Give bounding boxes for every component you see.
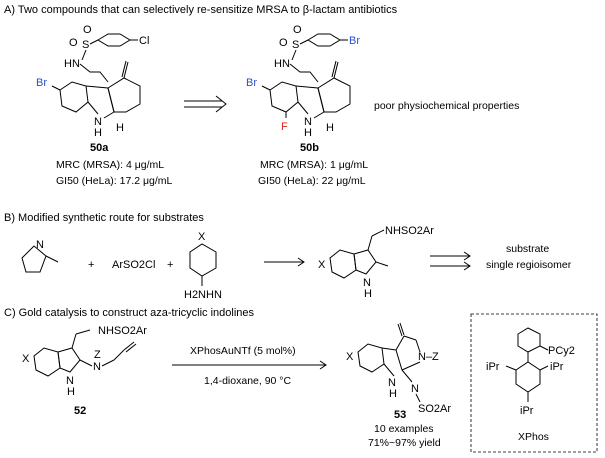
oxygen-atom-50b-1: O [279, 37, 288, 49]
phosphine-group: PCy2 [548, 345, 575, 357]
compound-id-50b: 50b [300, 142, 319, 154]
gi50-value-50b: GI50 (HeLa): 22 μg/mL [258, 175, 366, 187]
substrate-label: substrate [506, 243, 549, 255]
substrate-52: X NHSO2Ar N Z N H 52 [22, 325, 147, 417]
bromine-atom-50a: Br [36, 77, 47, 89]
upper-aryl-ring [517, 327, 541, 353]
ring-fusion-hydrogen-50b: H [326, 122, 334, 134]
retro-arrow [184, 95, 227, 113]
mrc-value-50b: MRC (MRSA): 1 μg/mL [260, 159, 368, 171]
oxygen-atom-50b-2: O [293, 24, 302, 36]
tryptamine-nitrogen: N [363, 277, 371, 289]
section-a-title: A) Two compounds that can selectively re… [4, 4, 398, 16]
lower-aryl-ring [515, 361, 541, 393]
examples-count: 10 examples [374, 423, 434, 435]
tryptamine-substituent-x: X [318, 259, 326, 271]
ring-fusion-hydrogen-50a: H [116, 122, 124, 134]
oxygen-atom-50a-1: O [69, 37, 78, 49]
product-x: X [346, 351, 354, 363]
plus-sign-2: + [167, 259, 173, 271]
product-so2ar: SO2Ar [418, 403, 451, 415]
substrate-indole-nitrogen: N [66, 375, 74, 387]
substrate-nhso2ar: NHSO2Ar [98, 325, 147, 337]
pyrroline-nitrogen: N [36, 239, 44, 251]
chlorine-atom: Cl [139, 35, 149, 47]
nh-hydrogen-50b: H [304, 127, 312, 139]
pyrroline: N [21, 239, 59, 273]
nitrogen-atom-50a: N [94, 116, 102, 128]
plus-sign-1: + [88, 259, 94, 271]
compound-50b: Br S O O HN N H H Br F 50b MRC (MRSA): 1… [246, 24, 368, 187]
tryptamine-nhso2ar: NHSO2Ar [385, 225, 434, 237]
mrc-value-50a: MRC (MRSA): 4 μg/mL [56, 159, 164, 171]
product-indoline-hydrogen: H [389, 388, 397, 400]
product-id: 53 [394, 409, 406, 421]
hn-group-50b: HN [274, 58, 290, 70]
compound-50a: Cl S O O HN N H H Br 50a MRC (MRSA): 4 μ… [36, 24, 173, 187]
aryl-ring-50a [97, 33, 131, 47]
ligand-dashed-frame [470, 313, 598, 453]
xphos-ligand-box: PCy2 iPr iPr iPr XPhos [470, 313, 598, 453]
benzo-ring-50b [269, 81, 299, 113]
substrate-indole-hydrogen: H [67, 386, 75, 398]
isopropyl-right: iPr [550, 361, 564, 373]
product-indoline-nitrogen: N [388, 377, 396, 389]
section-b: B) Modified synthetic route for substrat… [4, 212, 572, 301]
sulfonyl-chloride-reagent: ArSO2Cl [112, 259, 155, 271]
section-c-title: C) Gold catalysis to construct aza-tricy… [4, 307, 255, 319]
cyclohexane-ring-50a [107, 77, 141, 113]
nitrogen-atom-50b: N [304, 116, 312, 128]
oxygen-atom-50a-2: O [83, 24, 92, 36]
aryl-hydrazine: X H2NHN [184, 231, 222, 301]
hn-group-50a: HN [64, 58, 80, 70]
section-b-title: B) Modified synthetic route for substrat… [4, 212, 204, 224]
hydrazine-substituent-x: X [198, 231, 206, 243]
sulfur-atom-50b: S [292, 39, 299, 51]
isopropyl-left: iPr [486, 361, 500, 373]
bromine-atom-50b-aryl: Br [349, 35, 360, 47]
hydrazine-group: H2NHN [184, 289, 222, 301]
section-c: C) Gold catalysis to construct aza-tricy… [4, 307, 598, 453]
substrate-x: X [22, 353, 30, 365]
product-53: X N–Z N SO2Ar N H 53 10 examples 71%~97%… [346, 322, 451, 449]
compound-id-50a: 50a [90, 142, 109, 154]
bromine-atom-50b: Br [246, 77, 257, 89]
fluorine-atom-50b: F [281, 121, 288, 133]
section-a: A) Two compounds that can selectively re… [4, 4, 519, 187]
conditions-label: 1,4-dioxane, 90 °C [204, 375, 292, 387]
substrate-amine-nitrogen: N [93, 361, 101, 373]
gi50-value-50a: GI50 (HeLa): 17.2 μg/mL [56, 175, 173, 187]
product-ring-nitrogen: N [411, 383, 419, 395]
regioisomer-label: single regioisomer [486, 259, 572, 271]
nh-hydrogen-50a: H [94, 127, 102, 139]
ligand-name: XPhos [518, 431, 549, 443]
aryl-ring-50b [307, 33, 341, 47]
sulfur-atom-50a: S [82, 39, 89, 51]
substrate-z-group: Z [94, 349, 101, 361]
product-n-z: N–Z [418, 351, 439, 363]
yield-range: 71%~97% yield [368, 437, 441, 449]
benzo-ring-50a [59, 81, 89, 113]
tryptamine-sulfonamide: X NHSO2Ar N H [318, 225, 434, 300]
cyclohexane-ring-50b [317, 77, 351, 113]
tryptamine-hydrogen: H [364, 288, 372, 300]
substrate-id: 52 [74, 405, 86, 417]
isopropyl-para: iPr [520, 405, 534, 417]
catalyst-label: XPhosAuNTf (5 mol%) [190, 345, 296, 357]
property-note: poor physiochemical properties [374, 100, 519, 112]
